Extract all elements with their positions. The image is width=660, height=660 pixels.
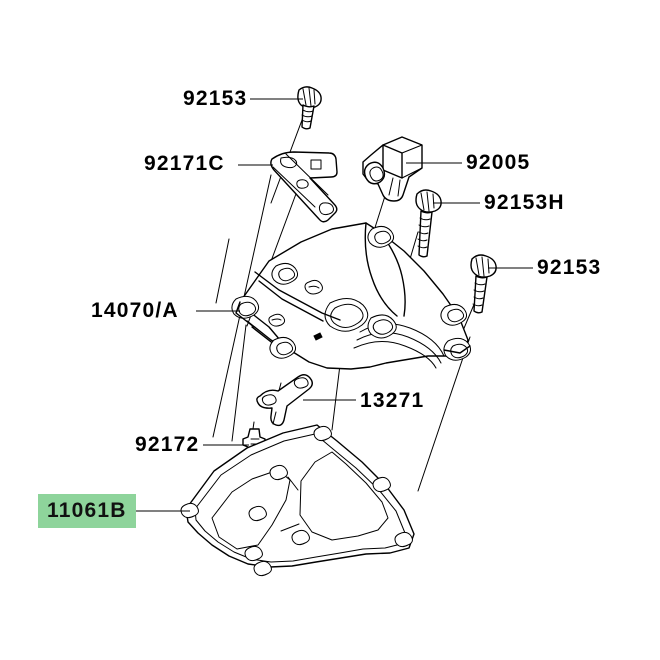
part-label-11061b-highlighted[interactable]: 11061B bbox=[38, 494, 136, 528]
part-fitting-sensor bbox=[362, 136, 423, 202]
part-lever-plate bbox=[256, 374, 313, 427]
part-label-92153-right[interactable]: 92153 bbox=[537, 256, 602, 279]
part-label-92172[interactable]: 92172 bbox=[135, 433, 200, 456]
part-label-14070a[interactable]: 14070/A bbox=[91, 299, 179, 322]
part-flange-bolt-right bbox=[470, 254, 497, 314]
part-label-92005[interactable]: 92005 bbox=[466, 151, 531, 174]
part-label-92171c[interactable]: 92171C bbox=[144, 152, 225, 175]
leader-lines bbox=[136, 98, 533, 512]
part-engine-cover bbox=[231, 222, 472, 370]
part-label-92153-top[interactable]: 92153 bbox=[183, 87, 248, 110]
part-flange-bolt-h bbox=[415, 189, 442, 258]
part-label-13271[interactable]: 13271 bbox=[360, 389, 425, 412]
part-label-92153h[interactable]: 92153H bbox=[484, 191, 565, 214]
part-gasket bbox=[180, 424, 415, 577]
gasket-bolt-holes bbox=[180, 425, 413, 577]
cover-bolt-bosses bbox=[231, 225, 472, 361]
part-clamp-bracket bbox=[270, 151, 338, 223]
part-flange-bolt-top bbox=[297, 86, 322, 130]
